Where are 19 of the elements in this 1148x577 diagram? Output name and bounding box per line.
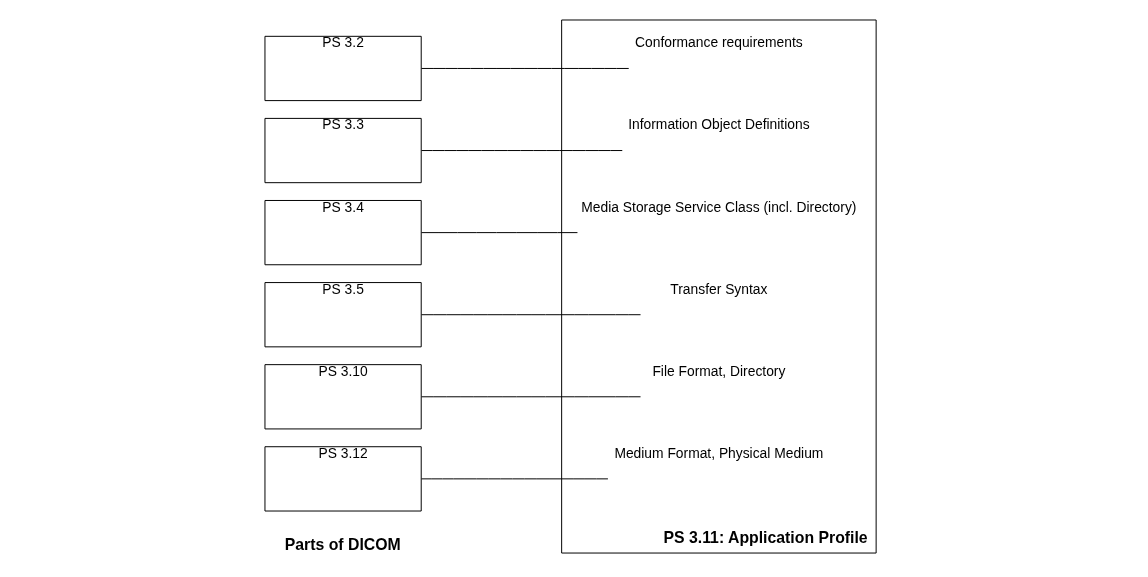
- connector: [420, 396, 641, 398]
- node-text: Medium Format, Physical Medium: [613, 444, 823, 461]
- node-text: File Format, Directory: [651, 362, 785, 379]
- node-text: Transfer Syntax: [669, 280, 767, 297]
- node-text: Media Storage Service Class (incl. Directory): [580, 198, 856, 215]
- node-box: PS 3.4: [263, 200, 422, 266]
- node-box: PS 3.12: [263, 446, 422, 512]
- node-box: PS 3.10: [263, 364, 422, 430]
- node-box: PS 3.2: [263, 35, 422, 102]
- node-box: PS 3.3: [263, 117, 422, 184]
- node-text: Conformance requirements: [634, 34, 803, 51]
- node-text: Information Object Definitions: [627, 116, 810, 133]
- connector: [420, 232, 578, 234]
- connector: [420, 314, 641, 316]
- connector: [420, 150, 623, 152]
- node-box: PS 3.5: [263, 282, 422, 348]
- connector: [420, 67, 629, 69]
- label: Parts of DICOM: [284, 535, 401, 553]
- connector: [420, 478, 608, 480]
